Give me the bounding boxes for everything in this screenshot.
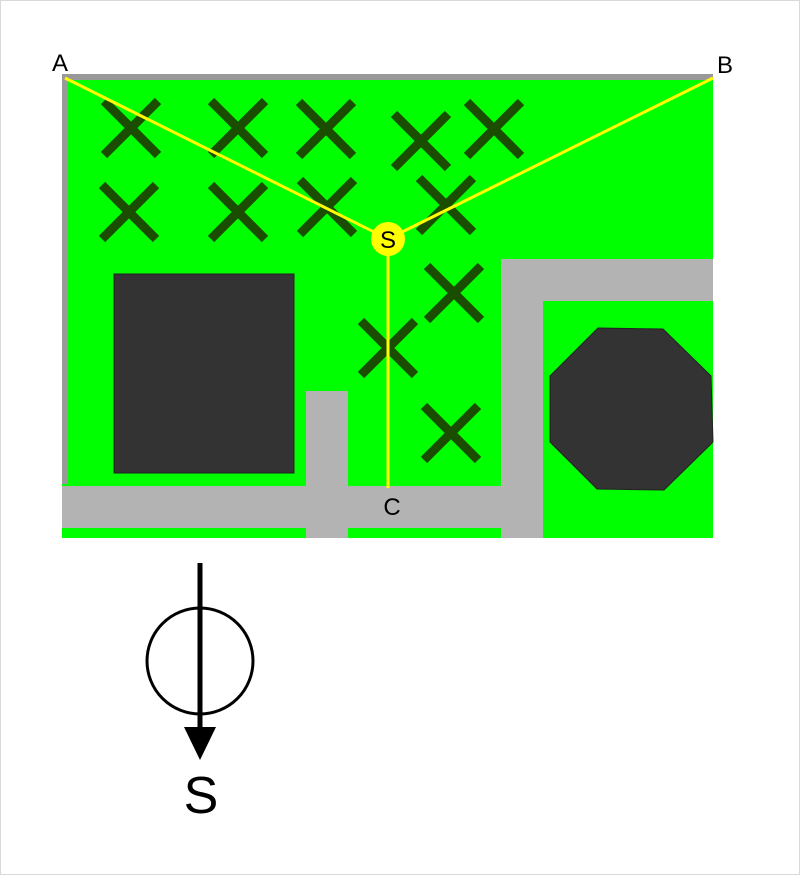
point-b-label: B (717, 52, 733, 79)
path-right-horizontal (501, 259, 713, 301)
trees (98, 97, 525, 464)
building-square (113, 273, 295, 474)
path-stub (306, 391, 348, 538)
tree-icon (207, 181, 269, 243)
top-wall (62, 74, 713, 80)
left-wall (62, 74, 68, 484)
tree-icon (207, 97, 269, 159)
path-right-vertical (501, 259, 543, 538)
building-octagon (549, 327, 714, 491)
line-b-s (387, 76, 714, 241)
point-c-label: C (383, 494, 400, 521)
tree-icon (295, 98, 357, 160)
tree-icon (415, 174, 477, 236)
path-horizontal (62, 486, 543, 528)
compass-south-icon (145, 563, 255, 760)
tree-icon (98, 181, 160, 243)
point-a-label: A (52, 50, 68, 77)
tree-icon (420, 402, 482, 464)
line-a-s (64, 76, 389, 241)
point-s-label: S (380, 227, 396, 254)
point-s-marker (371, 222, 405, 256)
compass-label: S (184, 767, 219, 825)
tree-icon (423, 262, 485, 324)
tree-icon (100, 97, 162, 159)
tree-icon (463, 98, 525, 160)
tree-icon (390, 110, 452, 172)
